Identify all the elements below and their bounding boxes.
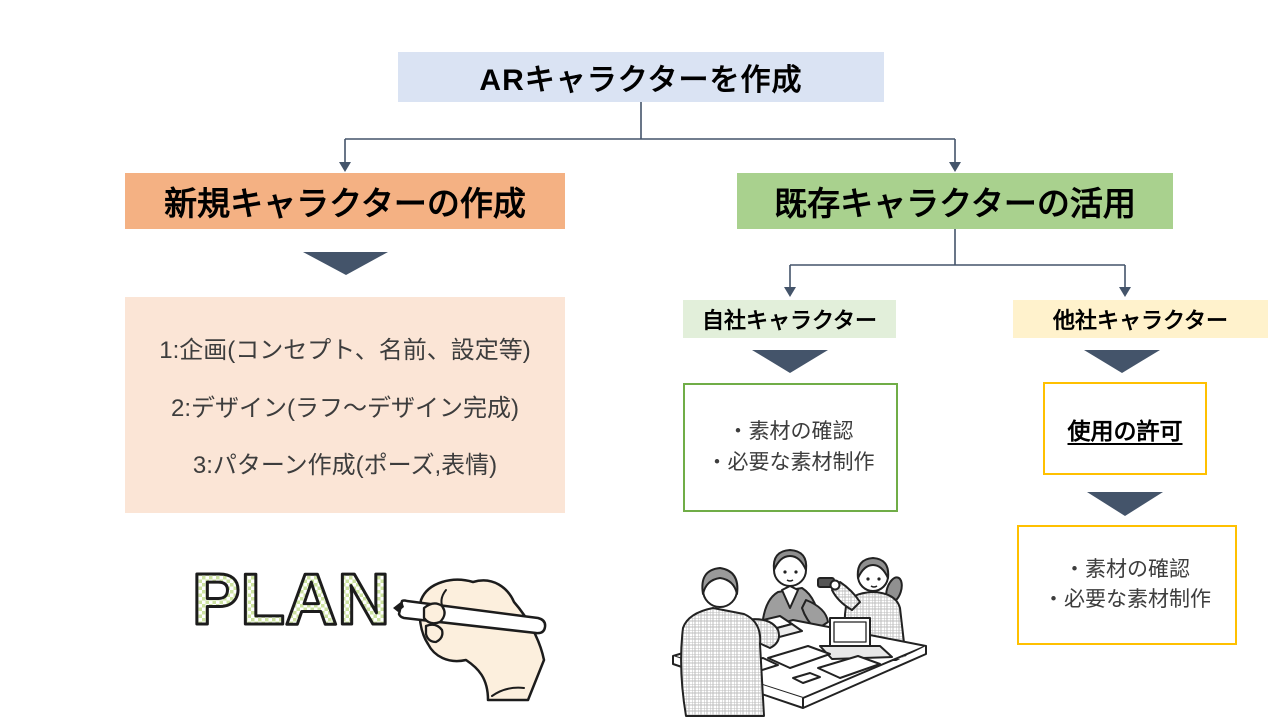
down-arrow-icon-new-steps <box>303 252 388 275</box>
new-branch-label: 新規キャラクターの作成 <box>164 185 526 222</box>
permission-box: 使用の許可 <box>1043 382 1207 475</box>
existing-split-connector <box>789 229 1126 288</box>
root-split-connector <box>344 102 956 163</box>
other-task-item-1: ・素材の確認 <box>1064 557 1190 581</box>
down-arrow-icon-other <box>1084 350 1160 373</box>
own-tasks-box: ・素材の確認 ・必要な素材制作 <box>683 383 898 512</box>
new-branch-node: 新規キャラクターの作成 <box>125 173 565 229</box>
own-character-label-node: 自社キャラクター <box>683 300 896 338</box>
arrowhead-to-own <box>784 287 796 297</box>
arrowhead-to-existing <box>949 162 961 172</box>
root-node-label: ARキャラクターを作成 <box>479 64 803 97</box>
arrowhead-to-other <box>1119 287 1131 297</box>
other-character-label: 他社キャラクター <box>1052 308 1229 333</box>
steps-panel: 1:企画(コンセプト、名前、設定等) 2:デザイン(ラフ～デザイン完成) 3:パ… <box>125 297 565 513</box>
arrowhead-to-new <box>339 162 351 172</box>
plan-word-text: PLAN <box>192 560 390 640</box>
own-task-item-1: ・素材の確認 <box>727 420 854 444</box>
down-arrow-icon-permission <box>1087 492 1163 516</box>
own-character-label: 自社キャラクター <box>701 308 878 333</box>
existing-branch-node: 既存キャラクターの活用 <box>737 173 1173 229</box>
existing-branch-label: 既存キャラクターの活用 <box>774 185 1136 222</box>
step-item-3: 3:パターン作成(ポーズ,表情) <box>192 452 498 480</box>
meeting-illustration <box>672 549 927 717</box>
other-character-label-node: 他社キャラクター <box>1013 300 1268 338</box>
down-arrow-icon-own <box>752 350 828 373</box>
step-item-2: 2:デザイン(ラフ～デザイン完成) <box>171 394 519 422</box>
hand-pen-icon <box>393 578 547 702</box>
permission-label: 使用の許可 <box>1067 417 1183 444</box>
plan-illustration: PLAN <box>191 559 547 702</box>
own-task-item-2: ・必要な素材制作 <box>706 450 875 474</box>
root-node: ARキャラクターを作成 <box>398 52 884 102</box>
other-task-item-2: ・必要な素材制作 <box>1043 588 1211 611</box>
step-item-1: 1:企画(コンセプト、名前、設定等) <box>159 336 531 364</box>
other-tasks-box: ・素材の確認 ・必要な素材制作 <box>1017 525 1237 645</box>
